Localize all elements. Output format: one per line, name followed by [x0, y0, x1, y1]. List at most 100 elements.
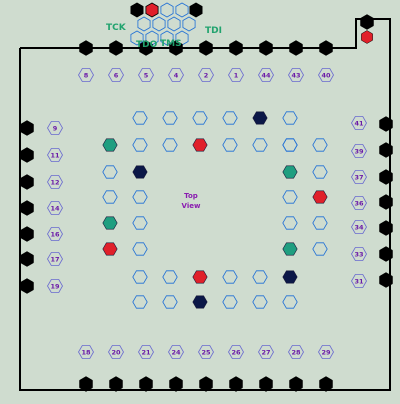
pad-right-b-2 — [312, 190, 328, 204]
tck-label: TCK — [106, 23, 127, 33]
pad-right-a-2 — [282, 190, 298, 204]
top-view-label-line1: Top — [184, 192, 198, 200]
pad-top-a-2 — [192, 111, 208, 125]
pad-left-b-0 — [132, 165, 148, 179]
pin-label-hex-bottom-18 — [78, 345, 94, 359]
pad-top-b-3 — [222, 138, 238, 152]
pad-bot-b-2 — [192, 295, 208, 309]
header-pin-top-right-corner — [360, 14, 374, 30]
pad-top-a-1 — [162, 111, 178, 125]
pin-label-top-43: 43 — [291, 72, 300, 80]
header-pin-top-7 — [289, 40, 303, 56]
pad-right-b-4 — [312, 242, 328, 256]
pin-label-top-2: 2 — [204, 72, 209, 80]
header-pin-top-6 — [259, 40, 273, 56]
pin-label-hex-left-19 — [47, 279, 63, 293]
pin-label-hex-right-37 — [351, 170, 367, 184]
pin-label-left-14: 14 — [50, 205, 60, 213]
header-pin-bottom-0 — [79, 376, 93, 392]
header-pin-left-0 — [20, 120, 34, 136]
jtag-pad-11 — [160, 30, 174, 46]
pin-label-hex-bottom-29 — [318, 345, 334, 359]
pin-label-hex-right-31 — [351, 274, 367, 288]
pad-left-a-4 — [102, 242, 118, 256]
pad-left-a-2 — [102, 190, 118, 204]
pad-top-b-4 — [252, 138, 268, 152]
pin-label-hex-bottom-21 — [138, 345, 154, 359]
pin-label-hex-top-44 — [258, 68, 274, 82]
pin-label-right-41: 41 — [354, 120, 364, 128]
pad-top-b-1 — [162, 138, 178, 152]
header-pin-bottom-7 — [289, 376, 303, 392]
header-pin-bottom-3 — [169, 376, 183, 392]
pin-label-right-37: 37 — [354, 174, 363, 182]
pad-right-a-4 — [282, 242, 298, 256]
pad-right-b-1 — [312, 165, 328, 179]
pin-label-bottom-27: 27 — [261, 349, 270, 357]
pad-top-b-2 — [192, 138, 208, 152]
pin-label-hex-right-34 — [351, 220, 367, 234]
header-pin-top-0 — [79, 40, 93, 56]
pin-label-hex-top-2 — [198, 68, 214, 82]
pin-label-hex-left-17 — [47, 252, 63, 266]
header-pin-top-3 — [169, 40, 183, 56]
pad-bot-b-0 — [132, 295, 148, 309]
header-pin-top-5 — [229, 40, 243, 56]
pin-label-right-33: 33 — [354, 251, 363, 259]
header-pin-right-4 — [379, 220, 393, 236]
pin-label-hex-right-36 — [351, 196, 367, 210]
header-pin-left-5 — [20, 251, 34, 267]
header-pin-left-2 — [20, 174, 34, 190]
pin-label-top-1: 1 — [234, 72, 239, 80]
pin-label-bottom-21: 21 — [141, 349, 151, 357]
header-pin-bottom-5 — [229, 376, 243, 392]
pin-label-hex-bottom-27 — [258, 345, 274, 359]
header-pin-top-2 — [139, 40, 153, 56]
header-pin-right-1 — [379, 142, 393, 158]
header-pin-bottom-1 — [109, 376, 123, 392]
pad-top-b-0 — [132, 138, 148, 152]
pin-label-hex-bottom-20 — [108, 345, 124, 359]
pad-top-a-3 — [222, 111, 238, 125]
pin-label-hex-top-8 — [78, 68, 94, 82]
pin-label-top-5: 5 — [144, 72, 149, 80]
jtag-header — [130, 2, 203, 46]
pin-label-hex-top-6 — [108, 68, 124, 82]
header-pin-top-4 — [199, 40, 213, 56]
pin-label-left-19: 19 — [50, 283, 60, 291]
pin-label-left-9: 9 — [53, 125, 58, 133]
pin-label-hex-right-39 — [351, 144, 367, 158]
pin-label-right-31: 31 — [354, 278, 364, 286]
pin-label-left-17: 17 — [50, 256, 59, 264]
jtag-pad-9 — [130, 30, 144, 46]
jtag-pad-3 — [175, 2, 189, 18]
tdi-label: TDI — [205, 26, 222, 36]
pin-label-bottom-28: 28 — [291, 349, 301, 357]
pin-label-hex-top-1 — [228, 68, 244, 82]
header-pin-top-8 — [319, 40, 333, 56]
header-pin-bottom-2 — [139, 376, 153, 392]
header-pin-left-4 — [20, 226, 34, 242]
pin-label-right-36: 36 — [354, 200, 364, 208]
pad-bot-b-1 — [162, 295, 178, 309]
pad-bot-a-2 — [192, 270, 208, 284]
pin-label-top-8: 8 — [84, 72, 89, 80]
pin-label-hex-bottom-24 — [168, 345, 184, 359]
pin-label-right-34: 34 — [354, 224, 364, 232]
pin-label-top-44: 44 — [261, 72, 271, 80]
pad-bot-a-4 — [252, 270, 268, 284]
header-pin-right-0 — [379, 116, 393, 132]
jtag-pad-6 — [152, 16, 166, 32]
pin-label-hex-left-11 — [47, 148, 63, 162]
header-pin-bottom-6 — [259, 376, 273, 392]
pin-label-bottom-26: 26 — [231, 349, 241, 357]
header-pin-right-top-red — [361, 30, 373, 44]
pad-right-a-0 — [282, 138, 298, 152]
pad-left-b-2 — [132, 216, 148, 230]
pin-label-left-12: 12 — [50, 179, 59, 187]
pad-bot-a-0 — [132, 270, 148, 284]
pad-left-b-3 — [132, 242, 148, 256]
pin-label-hex-top-43 — [288, 68, 304, 82]
